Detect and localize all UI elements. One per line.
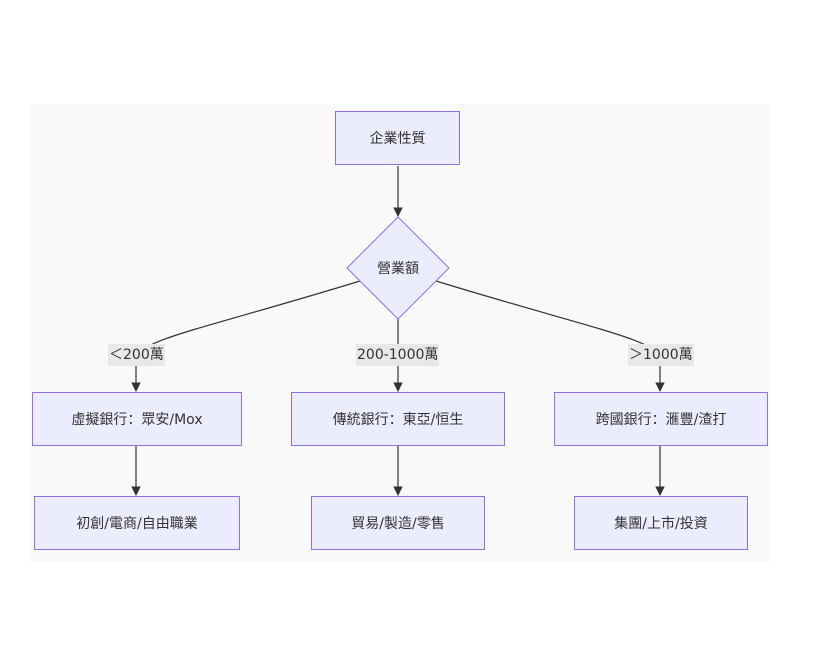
node-global-bank: 跨國銀行：滙豐/渣打: [554, 392, 768, 446]
node-virtual-bank: 虛擬銀行：眾安/Mox: [32, 392, 242, 446]
node-decision: 營業額: [346, 216, 450, 320]
node-decision-label: 營業額: [377, 261, 419, 277]
node-root: 企業性質: [335, 111, 460, 165]
node-traditional-clients: 貿易/製造/零售: [311, 496, 485, 550]
edge-label-mid: 200-1000萬: [356, 344, 440, 366]
edge-decision-to-virtual: [131, 280, 361, 392]
edge-label-high: ＞1000萬: [628, 344, 694, 366]
node-global-clients: 集團/上市/投資: [574, 496, 748, 550]
edge-decision-to-global: [435, 280, 665, 392]
decision-diamond-shape: [346, 216, 450, 320]
diagram-canvas: [30, 104, 770, 562]
node-traditional-bank: 傳統銀行：東亞/恒生: [291, 392, 505, 446]
node-virtual-clients: 初創/電商/自由職業: [34, 496, 240, 550]
edge-label-low: ＜200萬: [108, 344, 165, 366]
